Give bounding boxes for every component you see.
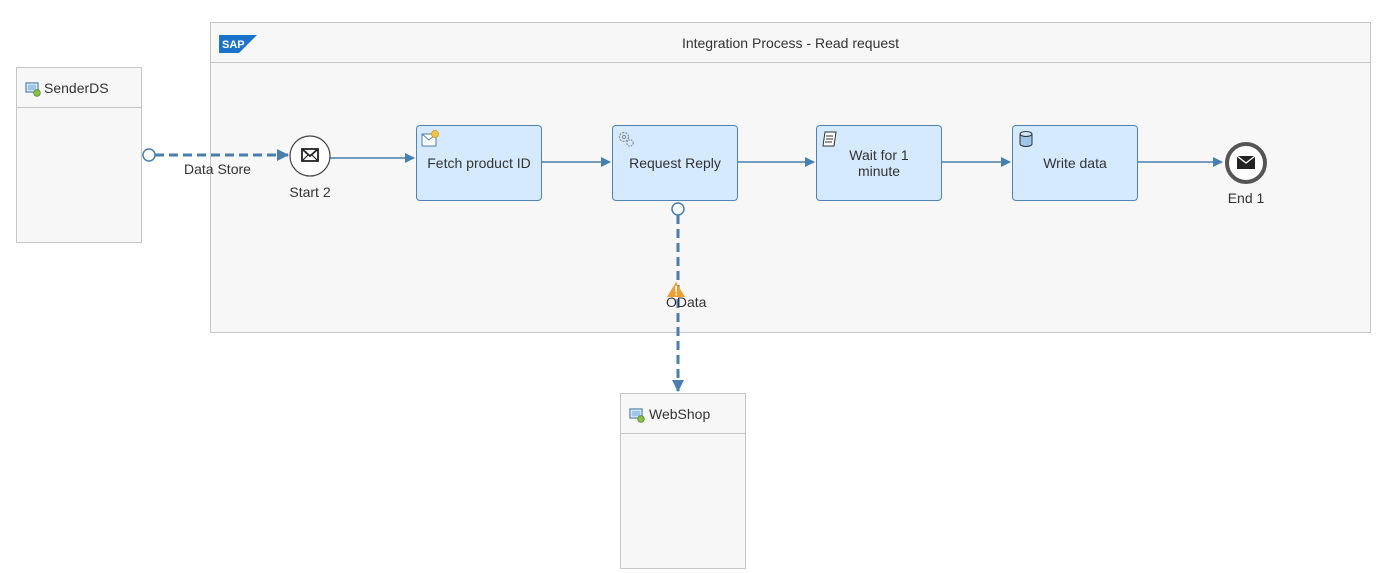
- pool-title: Integration Process - Read request: [681, 35, 900, 51]
- sap-logo-text: SAP: [222, 39, 245, 51]
- envelope-icon: [301, 148, 319, 162]
- warning-icon[interactable]: [667, 282, 685, 297]
- gear-icon: [618, 131, 634, 147]
- receiver-channel-connector[interactable]: [671, 202, 685, 392]
- start-event-label: Start 2: [289, 184, 331, 200]
- task-label: Request Reply: [629, 155, 721, 171]
- end-event-label: End 1: [1227, 190, 1265, 206]
- sender-participant-name: SenderDS: [44, 80, 109, 96]
- envelope-filled-icon: [1236, 155, 1256, 169]
- task-wait[interactable]: Wait for 1 minute: [816, 125, 942, 201]
- sender-participant-header: SenderDS: [17, 68, 141, 108]
- receiver-participant-header: WebShop: [621, 394, 745, 434]
- pool-header: SAP Integration Process - Read request: [211, 23, 1370, 63]
- task-label: Fetch product ID: [427, 155, 531, 171]
- receiver-participant-name: WebShop: [649, 406, 711, 422]
- content-modifier-icon: [421, 130, 439, 147]
- database-icon: [1019, 131, 1033, 147]
- participant-system-icon: [25, 82, 41, 97]
- task-label: Wait for 1 minute: [849, 147, 909, 179]
- start-event[interactable]: [289, 135, 331, 177]
- sender-channel-label: Data Store: [184, 161, 251, 177]
- sender-participant[interactable]: SenderDS: [16, 67, 142, 243]
- task-label: Write data: [1043, 155, 1107, 171]
- task-write-data[interactable]: Write data: [1012, 125, 1138, 201]
- integration-process-pool[interactable]: SAP Integration Process - Read request: [210, 22, 1371, 333]
- sap-logo: SAP: [219, 35, 257, 53]
- end-event[interactable]: [1225, 142, 1267, 184]
- sender-channel-connector[interactable]: [142, 148, 289, 162]
- task-fetch-product-id[interactable]: Fetch product ID: [416, 125, 542, 201]
- receiver-channel-label: OData: [666, 294, 707, 310]
- receiver-participant[interactable]: WebShop: [620, 393, 746, 569]
- participant-system-icon: [629, 408, 645, 423]
- script-icon: [822, 131, 837, 147]
- task-request-reply[interactable]: Request Reply: [612, 125, 738, 201]
